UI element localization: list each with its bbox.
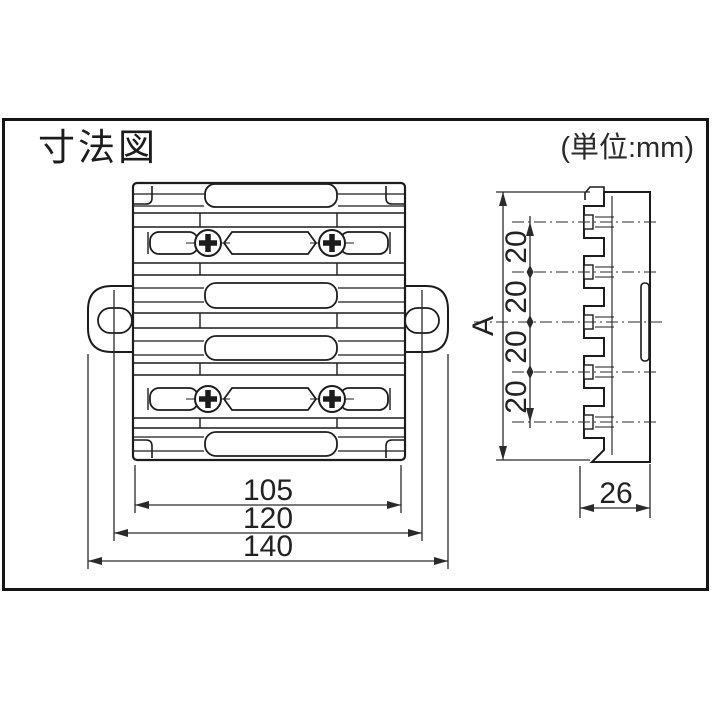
ear-hole-left bbox=[97, 307, 133, 334]
body-step-lines bbox=[147, 213, 391, 428]
body-corner-tabs bbox=[134, 186, 404, 458]
dim-label-26: 26 bbox=[599, 477, 632, 510]
dimension-20-chain: 20 20 20 20 bbox=[500, 216, 534, 428]
dim-label-20: 20 bbox=[500, 280, 533, 313]
screw-head-icon bbox=[194, 229, 222, 257]
body-rib-lines bbox=[134, 193, 404, 452]
dim-label-A: A bbox=[467, 316, 500, 336]
dimension-A: A bbox=[467, 191, 590, 461]
side-top-tab bbox=[584, 186, 605, 200]
dimension-26: 26 bbox=[579, 464, 651, 518]
dimension-140: 140 bbox=[87, 354, 449, 569]
body-center-slots bbox=[204, 183, 338, 457]
unit-note: (単位:mm) bbox=[560, 132, 694, 164]
side-centerlines bbox=[474, 221, 666, 423]
dim-label-120: 120 bbox=[243, 502, 293, 535]
side-view bbox=[583, 186, 651, 463]
page-title: 寸法図 bbox=[38, 127, 158, 168]
dim-label-20: 20 bbox=[500, 380, 533, 413]
mounting-ear-left bbox=[87, 285, 135, 353]
screw-head-icon bbox=[318, 385, 346, 413]
side-profile-outline bbox=[583, 191, 651, 463]
dim-label-140: 140 bbox=[243, 530, 293, 563]
dim-label-105: 105 bbox=[243, 474, 293, 507]
dimension-105: 105 bbox=[134, 465, 402, 513]
mounting-ear-right bbox=[403, 285, 449, 353]
screw-heads bbox=[194, 229, 346, 413]
dim-label-20: 20 bbox=[500, 330, 533, 363]
body-band-lines bbox=[134, 212, 404, 429]
dimension-120: 120 bbox=[113, 290, 423, 541]
screw-head-icon bbox=[318, 229, 346, 257]
dim-label-20: 20 bbox=[500, 230, 533, 263]
screw-head-icon bbox=[194, 385, 222, 413]
front-view bbox=[87, 181, 449, 462]
fin-detail-lines bbox=[595, 196, 614, 455]
